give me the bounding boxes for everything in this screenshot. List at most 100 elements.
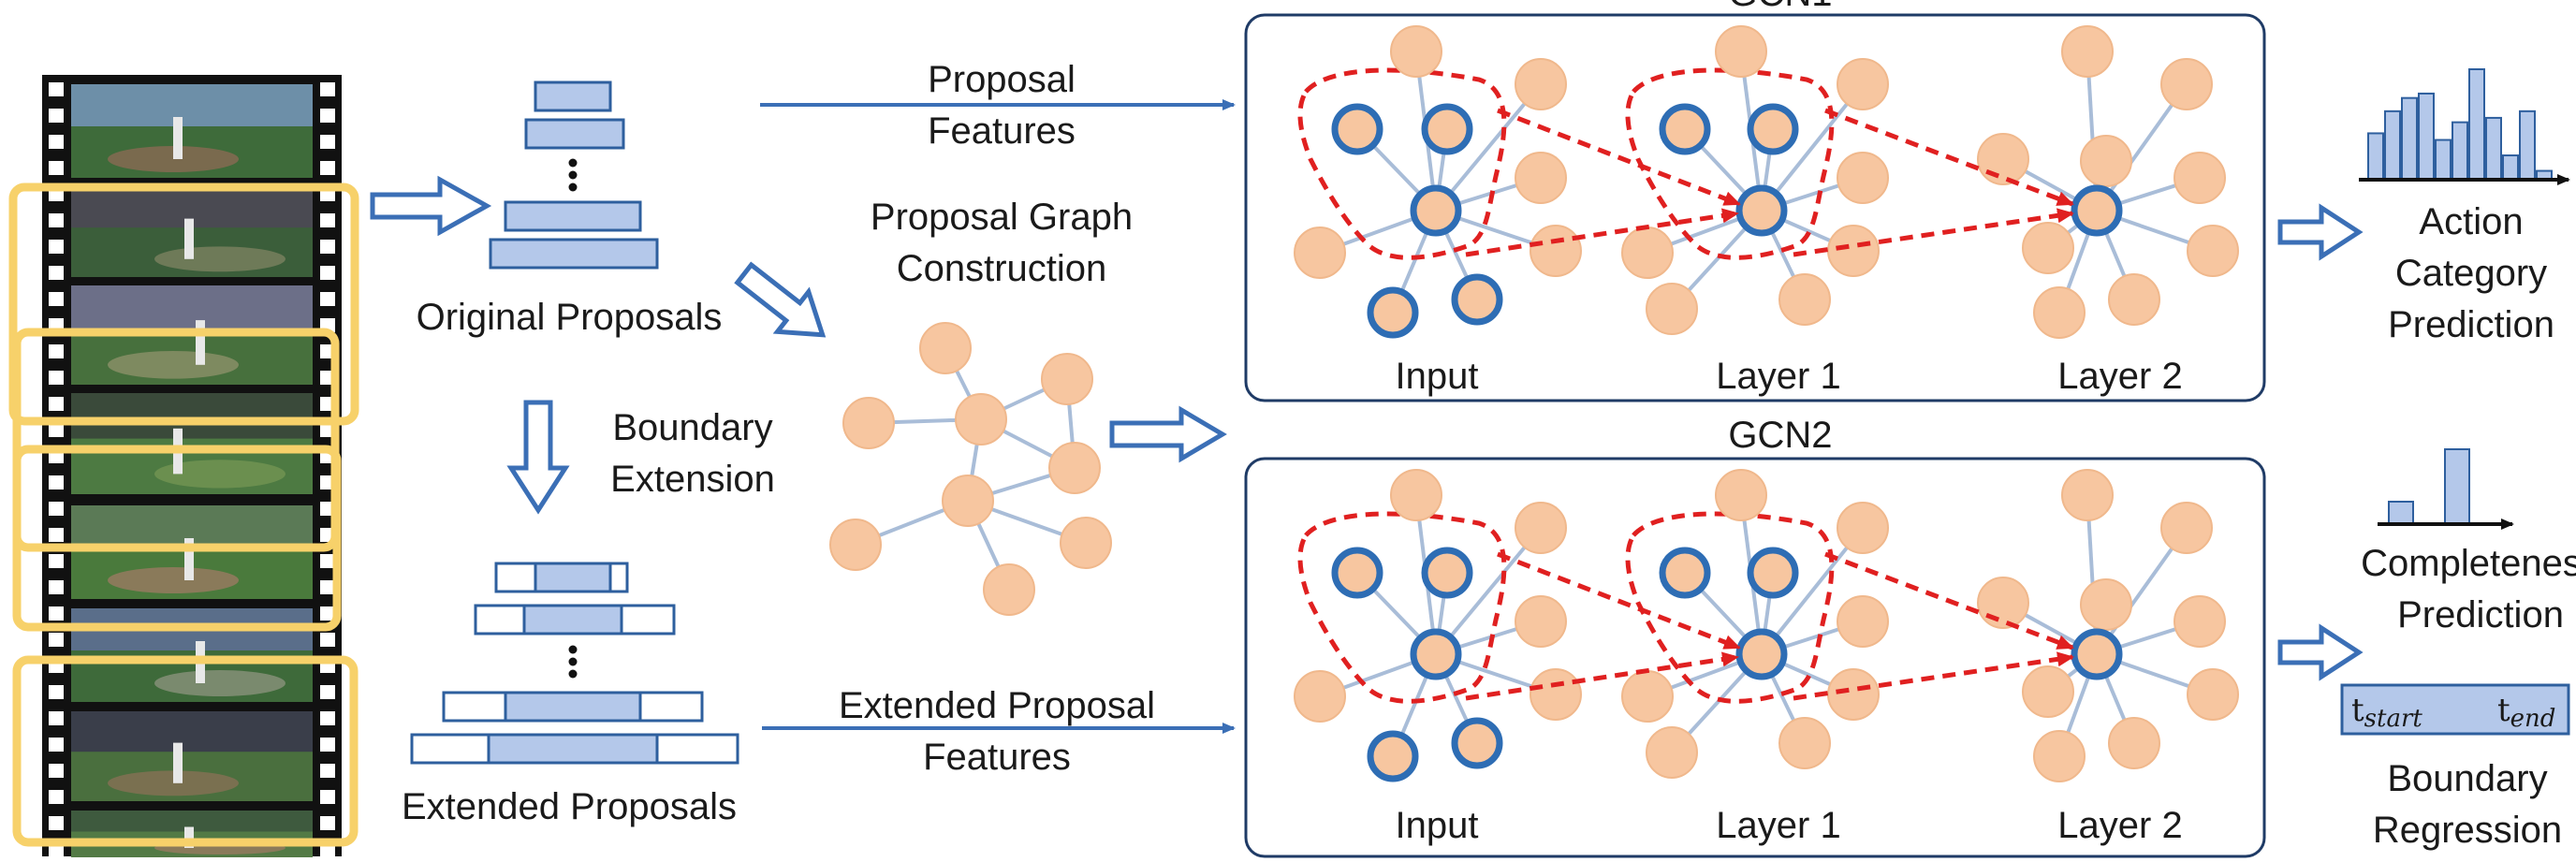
boundary-extension-label-1: Boundary	[612, 407, 772, 448]
hollow-arrow-to-action	[2277, 203, 2364, 261]
gcn-edge	[1434, 526, 1543, 656]
gcn-propagation-arrow	[1497, 108, 1741, 207]
frame-mound	[108, 567, 239, 593]
gcn-node	[2080, 135, 2132, 187]
extended-features-label-1: Extended Proposal	[839, 685, 1155, 726]
gcn-node	[2108, 717, 2160, 769]
film-sprocket	[49, 790, 64, 804]
gcn-node	[2108, 273, 2160, 326]
gcn-node	[2033, 730, 2086, 782]
graph-construction-label-2: Construction	[897, 248, 1107, 289]
film-frame	[71, 608, 313, 702]
hollow-arrow-to-graph	[734, 261, 827, 338]
gcn-node	[1837, 152, 1889, 204]
film-sprocket	[320, 606, 335, 621]
original-proposals-stack	[489, 80, 659, 270]
film-sprocket	[49, 764, 64, 778]
boundary-regression-label-2: Regression	[2373, 810, 2562, 851]
film-sprocket	[320, 554, 335, 568]
film-sprocket	[320, 790, 335, 804]
gcn-node	[1390, 25, 1442, 78]
action-hist-bar	[2452, 121, 2468, 181]
gcn-edge	[1760, 526, 1865, 656]
gcn1-layer2-label: Layer 2	[2057, 356, 2182, 397]
gcn-node	[1715, 25, 1767, 78]
gcn-node	[2061, 469, 2114, 521]
gcn-active-node	[1659, 547, 1711, 599]
proposal-window-1	[8, 183, 359, 426]
gcn-node	[1827, 225, 1880, 277]
proposal-window-2	[12, 328, 340, 552]
film-sprocket	[320, 109, 335, 123]
gcn-propagation-arrow	[1793, 208, 2074, 257]
gcn-active-node	[1451, 717, 1503, 769]
gcn-node	[1515, 502, 1567, 554]
film-sprocket	[49, 240, 64, 254]
graph-node	[955, 393, 1007, 446]
boundary-regression-box	[2340, 683, 2570, 736]
film-sprocket	[320, 633, 335, 647]
film-sprocket	[320, 161, 335, 175]
frame-player	[184, 826, 194, 848]
gcn-node	[2061, 25, 2114, 78]
action-hist-bar	[2435, 139, 2452, 182]
gcn-receptive-field	[1625, 511, 1835, 704]
action-hist-bar	[2468, 68, 2485, 181]
gcn-active-node	[1367, 286, 1419, 339]
film-sprockets-left	[49, 82, 64, 856]
gcn-receptive-field	[1297, 67, 1507, 260]
film-frame	[71, 505, 313, 599]
gcn-active-node	[1659, 103, 1711, 155]
gcn-node	[1778, 273, 1831, 326]
gcn-node	[1977, 577, 2029, 629]
gcn-active-node	[2071, 184, 2123, 237]
film-frames	[71, 84, 313, 857]
gcn1-title: GCN1	[1728, 0, 1832, 14]
gcn-active-node	[1331, 547, 1383, 599]
gcn-active-node	[1421, 547, 1473, 599]
gcn-node	[2174, 595, 2226, 648]
gcn-edge	[1760, 82, 1865, 212]
hollow-arrow-to-completeness	[2277, 623, 2364, 681]
film-sprocket	[49, 606, 64, 621]
gcn-node	[1390, 469, 1442, 521]
film-sprocket	[320, 266, 335, 280]
film-sprocket	[49, 475, 64, 489]
frame-mound	[154, 246, 285, 272]
gcn-node	[1530, 225, 1582, 277]
gcn-node	[1515, 58, 1567, 110]
proposal-window-4	[12, 655, 359, 847]
boundary-regression-label-1: Boundary	[2387, 758, 2547, 799]
film-sprocket	[49, 82, 64, 96]
gcn-node	[2160, 502, 2213, 554]
gcn1-input-label: Input	[1396, 356, 1479, 397]
film-sprocket	[49, 685, 64, 699]
graph-node	[919, 322, 972, 374]
gcn-active-node	[1410, 184, 1462, 237]
t-end-label: tend	[2497, 692, 2555, 733]
frame-player	[184, 538, 194, 580]
film-sprocket	[320, 82, 335, 96]
t-start-label: tstart	[2351, 692, 2422, 733]
gcn-node	[1294, 670, 1346, 723]
film-sprocket	[49, 161, 64, 175]
gcn-node	[2174, 152, 2226, 204]
gcn-active-node	[1735, 184, 1788, 237]
gcn-node	[1621, 226, 1674, 279]
gcn-node	[1827, 668, 1880, 721]
frame-mound	[154, 460, 285, 489]
frame-player	[173, 742, 183, 783]
hollow-arrow-boundary-extension	[506, 400, 570, 515]
gcn-node	[2160, 58, 2213, 110]
gcn-active-node	[1747, 103, 1799, 155]
film-sprocket	[49, 292, 64, 306]
gcn-node	[2022, 665, 2074, 718]
gcn-node	[1646, 283, 1698, 335]
film-sprocket	[49, 423, 64, 437]
gcn-node	[1715, 469, 1767, 521]
gcn-node	[1294, 226, 1346, 279]
film-frame	[71, 393, 313, 494]
frame-player	[196, 320, 205, 365]
gcn2-layer2-label: Layer 2	[2057, 805, 2182, 846]
hollow-arrow-to-original	[370, 175, 492, 237]
